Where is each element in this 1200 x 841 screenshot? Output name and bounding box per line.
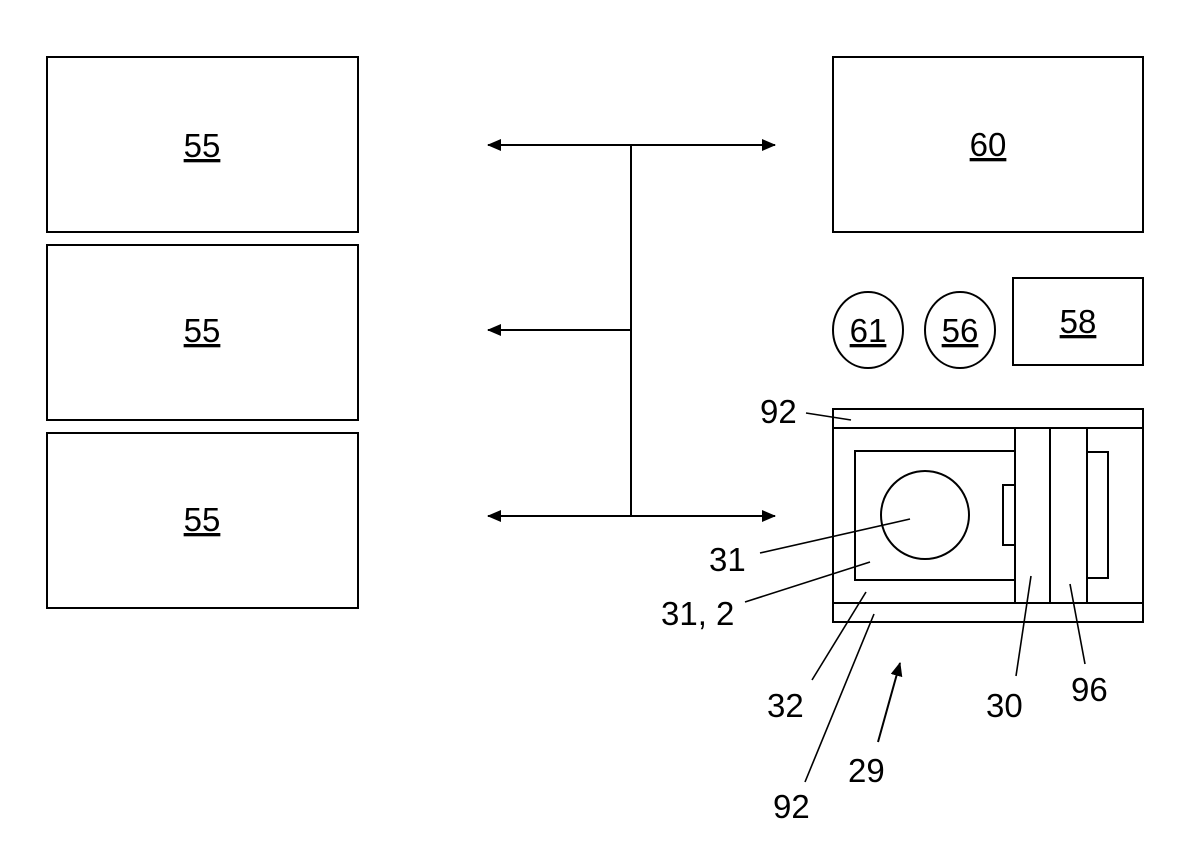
- circle-56-label: 56: [942, 312, 979, 349]
- block-60: 60: [832, 56, 1144, 233]
- label-92-bottom: 92: [773, 788, 810, 825]
- leader-31-2: [744, 561, 871, 603]
- element-31-circle: [880, 470, 970, 560]
- assembly-29: [832, 408, 1144, 623]
- carrier-31-2: [854, 450, 1016, 581]
- label-30: 30: [986, 687, 1023, 724]
- leader-30: [1015, 575, 1032, 677]
- unit-55-middle: 55: [46, 244, 359, 421]
- circle-61: 61: [832, 291, 904, 369]
- unit-55-bottom: 55: [46, 432, 359, 609]
- right-tab: [1086, 451, 1109, 579]
- small-tab: [1002, 484, 1016, 546]
- element-96: [1049, 427, 1088, 604]
- layer-92-bottom: [832, 602, 1144, 623]
- layer-92-top: [832, 408, 1144, 429]
- leader-32: [811, 591, 867, 681]
- leader-92-bottom: [804, 613, 875, 783]
- label-31: 31: [709, 541, 746, 578]
- unit-55-bottom-label: 55: [184, 501, 221, 538]
- unit-55-middle-label: 55: [184, 312, 221, 349]
- leader-lines: [744, 412, 1086, 783]
- arrow-29: [877, 662, 903, 743]
- leader-92-top: [805, 412, 852, 421]
- leader-96: [1069, 583, 1086, 665]
- label-32: 32: [767, 687, 804, 724]
- block-58-label: 58: [1060, 303, 1097, 340]
- circle-56: 56: [924, 291, 996, 369]
- block-60-label: 60: [970, 126, 1007, 163]
- leader-31: [759, 518, 911, 554]
- bus-connector: [487, 139, 776, 522]
- circle-61-label: 61: [850, 312, 887, 349]
- unit-55-top: 55: [46, 56, 359, 233]
- label-31-2: 31, 2: [661, 595, 734, 632]
- unit-55-top-label: 55: [184, 127, 221, 164]
- label-92-top: 92: [760, 393, 797, 430]
- label-29: 29: [848, 752, 885, 789]
- label-96: 96: [1071, 671, 1108, 708]
- element-30: [1014, 427, 1051, 604]
- block-58: 58: [1012, 277, 1144, 366]
- housing-frame: [832, 427, 1144, 604]
